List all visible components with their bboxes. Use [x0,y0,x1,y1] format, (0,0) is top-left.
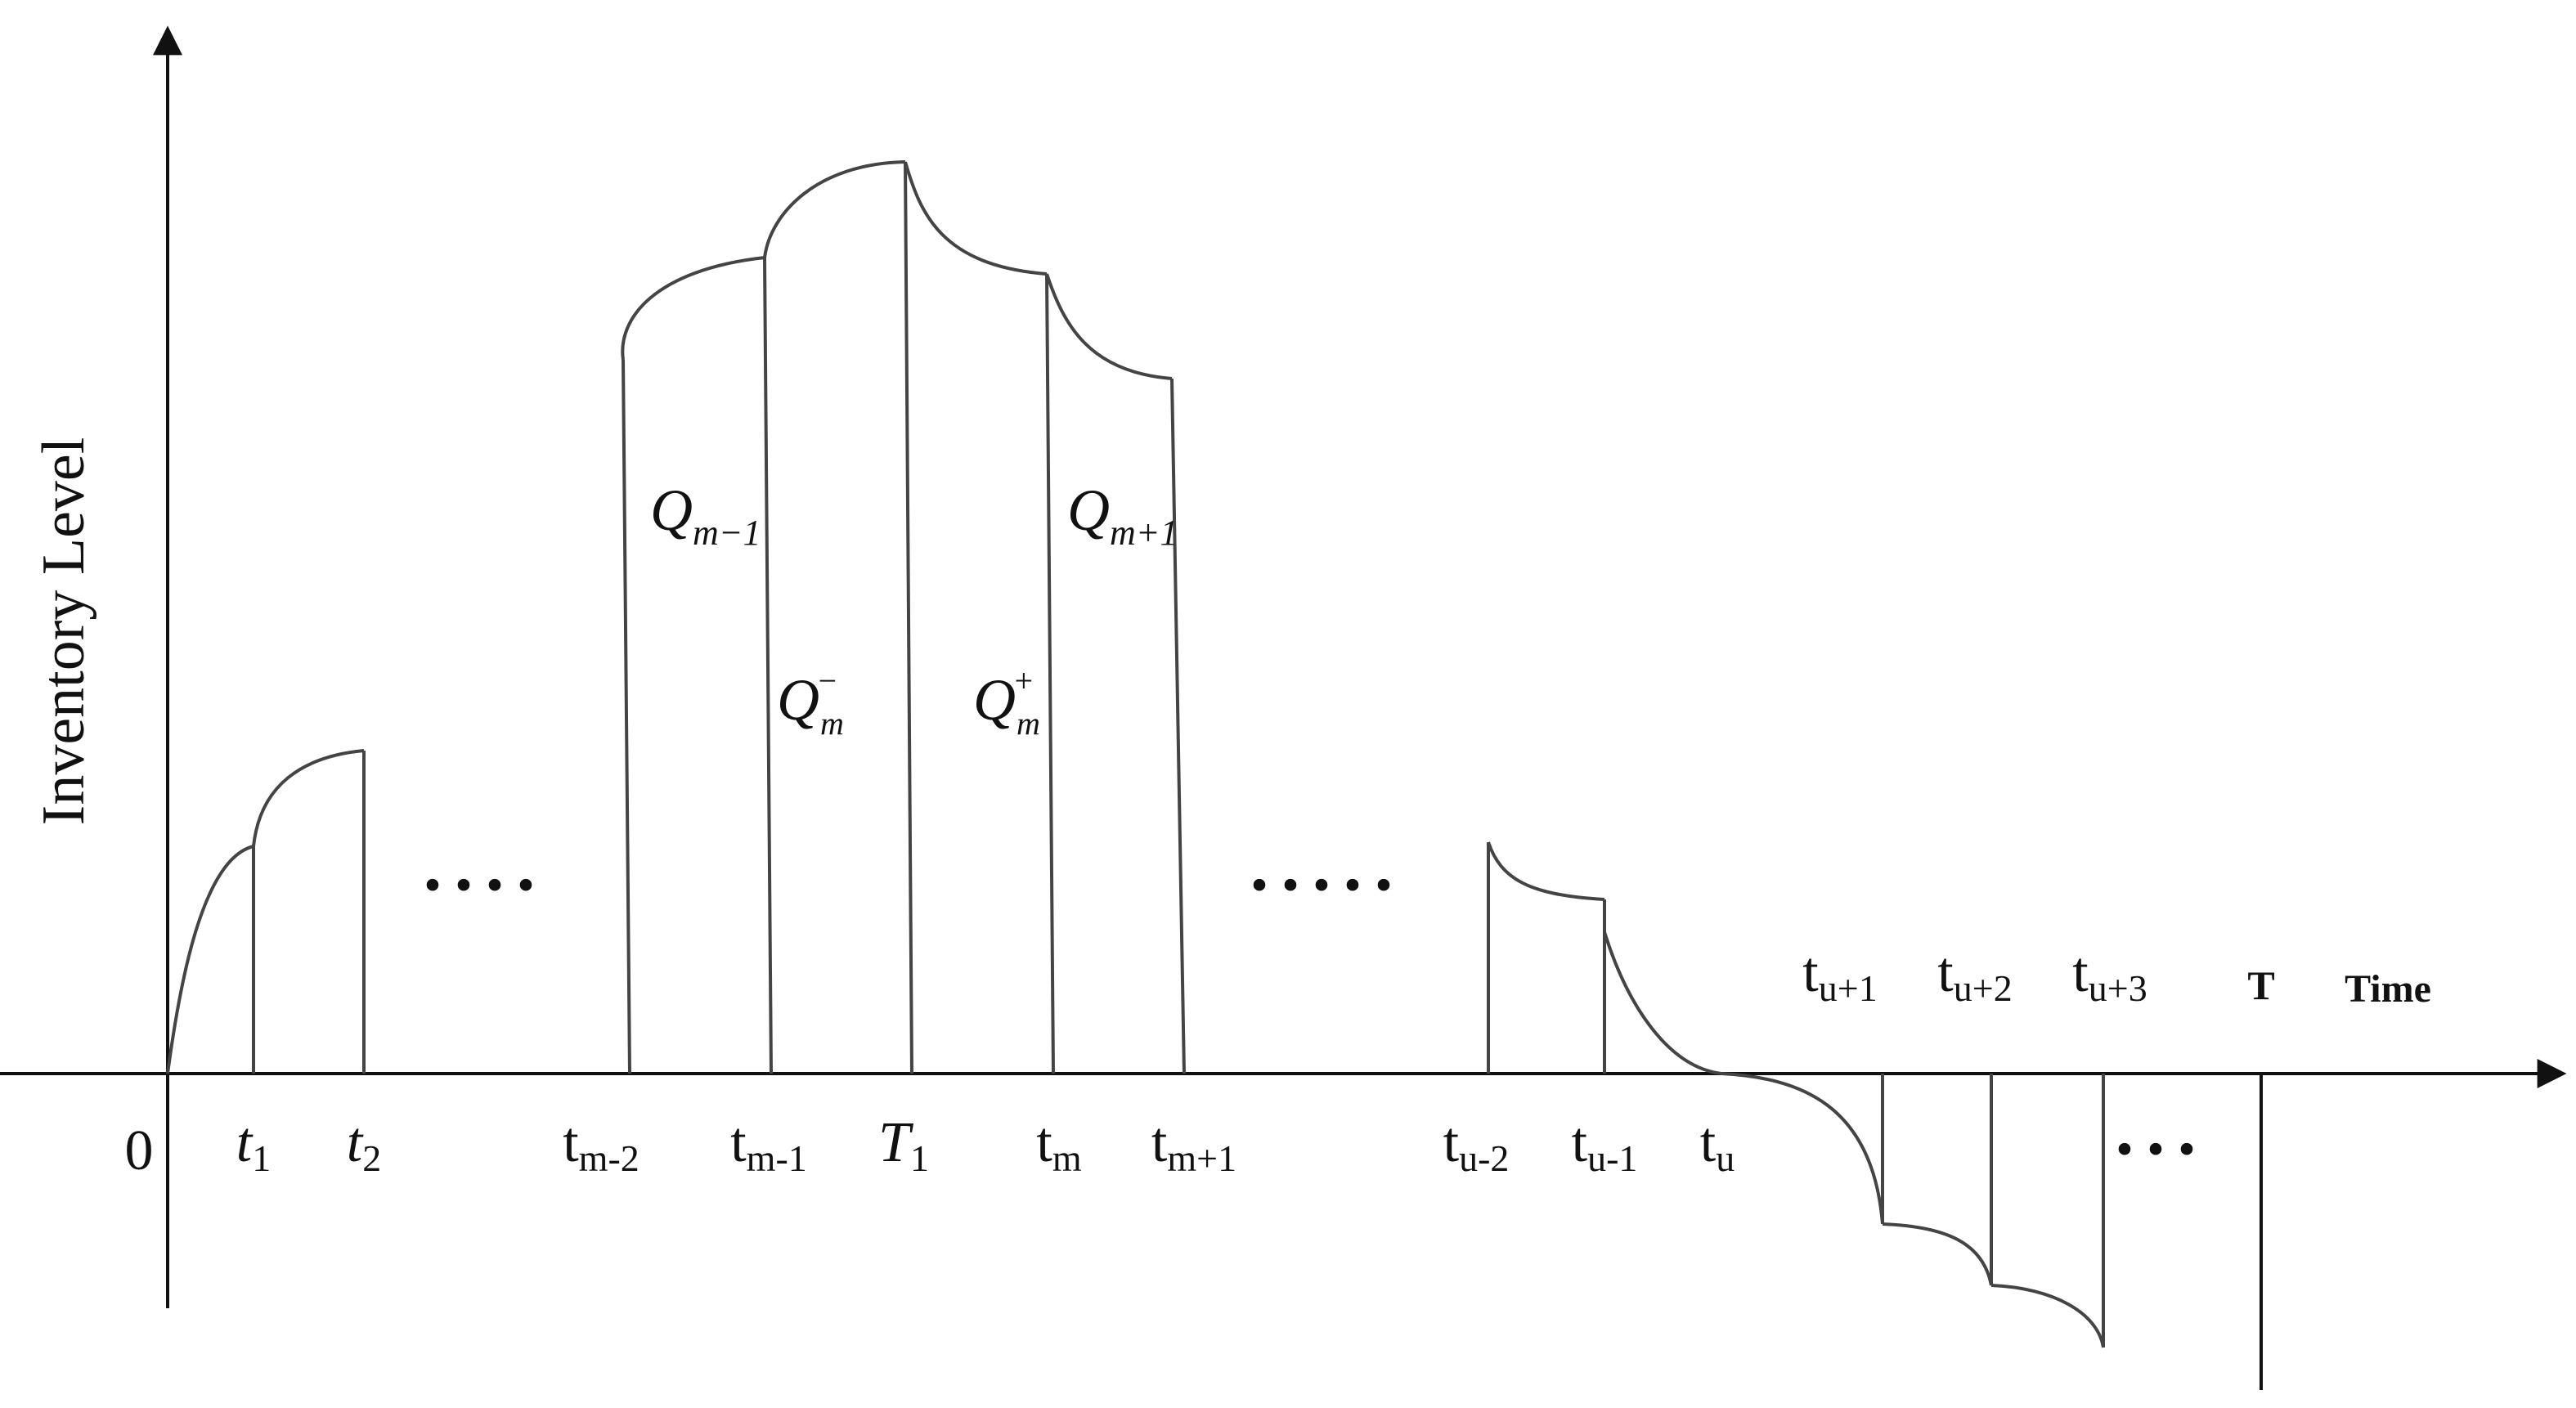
shortage-curve-2 [1882,1222,1993,1286]
ellipsis-3: ··· [2112,1109,2206,1190]
y-axis-label: Inventory Level [30,437,97,826]
cycle-curve-m-1 [621,256,765,361]
tick-label-tu-3: tu+3 [2072,941,2147,1009]
cycle-line-T1 [904,161,913,1074]
cycle-curve-u-1 [1487,841,1605,901]
cycle-line-tm-2 [622,359,631,1074]
cycle-line-tm+1 [1170,378,1186,1074]
tick-label-tm: tm [1036,1111,1081,1179]
q-m-plus-1-label: Qm+1 [1067,478,1178,553]
q-m-pos-label: Q+m [973,662,1040,742]
cycle-curve-2 [252,749,365,847]
q-m-neg-label: Q−m [777,662,844,742]
ellipsis-1: ···· [420,845,545,926]
tick-label-tm-1: tm+1 [1151,1111,1236,1179]
origin-label: 0 [125,1119,154,1182]
cycle-curve-m+1 [1045,273,1173,380]
cycle-line-tm [1045,273,1055,1074]
end-tick-label: T [2247,962,2274,1008]
cycle-curve-1 [166,845,254,1074]
tick-label-tm-2: tm-2 [563,1111,640,1179]
tick-label-t1: t1 [236,1111,271,1179]
tick-label-tu-2: tu+2 [1937,941,2012,1009]
tick-label-tu-1: tu-1 [1572,1111,1638,1179]
tick-label-tm-1: tm-1 [730,1111,807,1179]
shortage-curve-1 [1721,1072,1884,1225]
shortage-curve-3 [1990,1284,2105,1348]
ellipsis-2: ····· [1247,845,1402,926]
inventory-curves [166,160,2263,1390]
tick-label-tu-2: tu-2 [1443,1111,1510,1179]
cycle-curve-peak [763,160,906,258]
upper-tick-labels: tu+1 tu+2 tu+3 [1802,941,2147,1009]
cycle-line-tm-1 [763,257,773,1074]
tick-label-tu-1: tu+1 [1802,941,1877,1009]
tick-label-T1: T1 [878,1111,929,1179]
cycle-curve-u [1603,931,1722,1075]
x-axis-label: Time [2345,967,2431,1011]
tick-label-tu: tu [1700,1111,1735,1179]
cycle-curve-m-pos [904,161,1048,276]
tick-label-t2: t2 [347,1111,381,1179]
lower-tick-labels: t1 t2 tm-2 tm-1 T1 tm tm+1 tu-2 tu-1 tu [236,1111,1735,1179]
q-m-minus-1-label: Qm−1 [650,478,761,553]
